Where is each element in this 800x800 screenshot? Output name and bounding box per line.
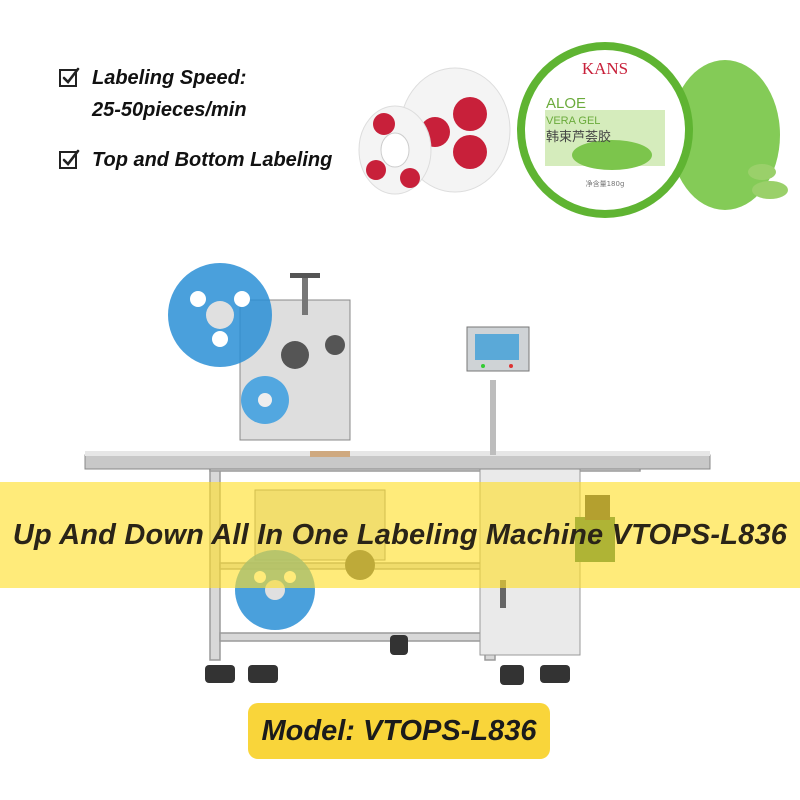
jar-product-line2: VERA GEL — [546, 115, 600, 127]
conveyor-belt — [84, 451, 711, 470]
aloe-jar-image: KANS ALOE VERA GEL 韩束芦荟胶 净含量180g — [517, 42, 788, 218]
feature-labeling-label: Top and Bottom Labeling — [92, 149, 333, 171]
caster-wheels — [205, 635, 570, 685]
feature-speed-value: 25-50pieces/min — [92, 99, 247, 121]
touch-screen-panel — [466, 326, 530, 455]
feature-item-speed: Labeling Speed: 25-50pieces/min — [58, 62, 332, 126]
banner-title: Up And Down All In One Labeling Machine … — [12, 518, 788, 551]
label-rolls-image — [358, 67, 511, 195]
top-labeling-head — [168, 263, 351, 441]
labeling-machine-image — [84, 263, 711, 685]
checkbox-checked-icon — [59, 149, 80, 169]
jar-net-weight: 净含量180g — [586, 179, 625, 188]
jar-product-line1: ALOE — [546, 95, 586, 112]
product-samples: KANS ALOE VERA GEL 韩束芦荟胶 净含量180g — [358, 42, 788, 218]
jar-brand: KANS — [582, 59, 628, 78]
feature-list: Labeling Speed: 25-50pieces/min Top and … — [58, 62, 332, 194]
title-banner: Up And Down All In One Labeling Machine … — [0, 482, 800, 588]
jar-product-cn: 韩束芦荟胶 — [546, 129, 611, 145]
model-label: Model: VTOPS-L836 — [261, 714, 537, 747]
feature-speed-label: Labeling Speed: — [92, 67, 247, 89]
checkbox-checked-icon — [59, 67, 80, 87]
model-badge: Model: VTOPS-L836 — [248, 703, 550, 759]
feature-item-labeling: Top and Bottom Labeling — [58, 144, 332, 176]
